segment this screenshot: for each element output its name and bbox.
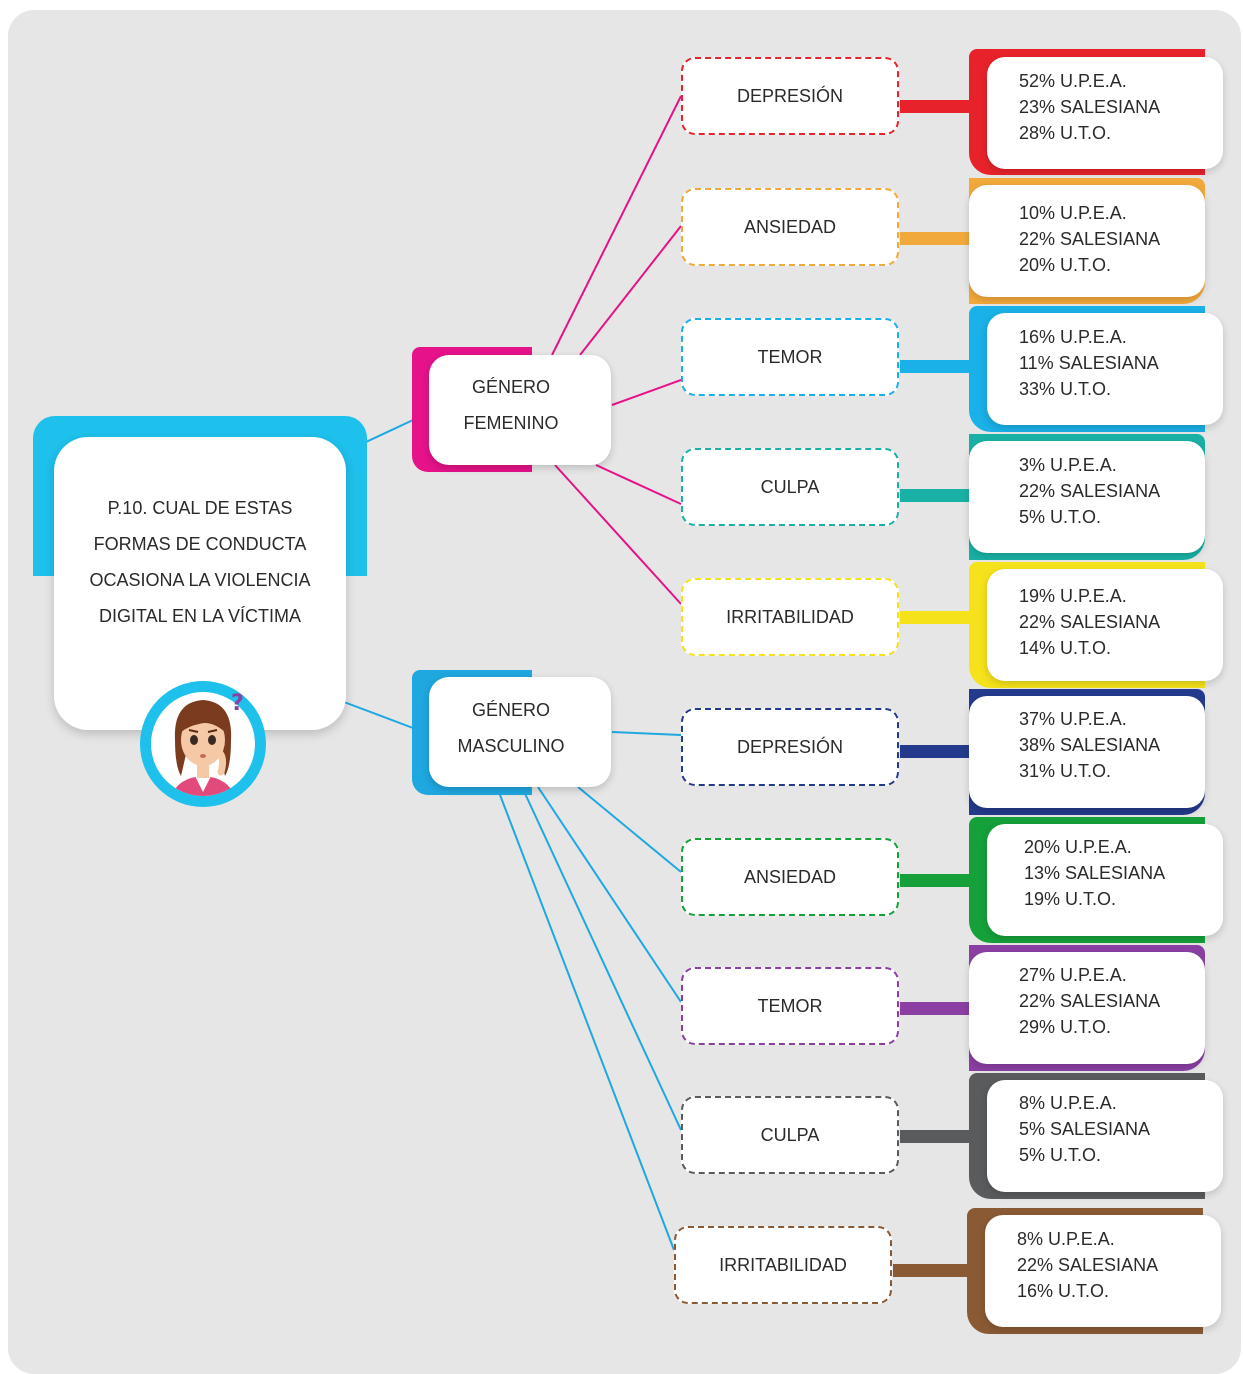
gender-line: GÉNERO	[471, 700, 550, 720]
question-to-femenino-line	[365, 419, 414, 443]
stat-salesiana: 13% SALESIANA	[1024, 863, 1166, 883]
stat-upea: 10% U.P.E.A.	[1019, 203, 1127, 223]
stat-salesiana: 23% SALESIANA	[1019, 97, 1161, 117]
stat-card	[987, 57, 1223, 169]
stat-upea: 3% U.P.E.A.	[1019, 455, 1117, 475]
stat-salesiana: 22% SALESIANA	[1017, 1255, 1159, 1275]
stat-salesiana: 11% SALESIANA	[1019, 353, 1159, 373]
question-line: P.10. CUAL DE ESTAS	[107, 498, 293, 518]
masculino-link-line	[496, 786, 675, 1251]
gender-line: FEMENINO	[463, 413, 559, 433]
femenino-link-line	[579, 225, 682, 356]
stat-uto: 14% U.T.O.	[1019, 638, 1112, 658]
femenino-link-line	[611, 379, 682, 406]
stat-uto: 5% U.T.O.	[1019, 507, 1102, 527]
stat-salesiana: 38% SALESIANA	[1019, 735, 1161, 755]
femenino-label: GÉNERO FEMENINO	[420, 369, 602, 441]
category-femenino-temor: TEMOR	[681, 318, 899, 396]
femenino-card	[429, 355, 611, 465]
stat-card	[969, 185, 1205, 297]
stat-uto: 31% U.T.O.	[1019, 761, 1112, 781]
question-line: FORMAS DE CONDUCTA	[93, 534, 307, 554]
connector-bar	[900, 232, 970, 245]
connector-bar	[900, 489, 970, 502]
stat-uto: 33% U.T.O.	[1019, 379, 1112, 399]
connector-bar	[893, 1264, 969, 1277]
masculino-link-line	[611, 731, 682, 736]
stat-card	[985, 1215, 1221, 1327]
stat-upea: 8% U.P.E.A.	[1019, 1093, 1117, 1113]
stat-card	[969, 441, 1205, 553]
connector-bar	[900, 1130, 970, 1143]
thinking-woman-avatar: ?	[140, 681, 266, 807]
connector-bar	[900, 611, 970, 624]
category-masculino-ansiedad: ANSIEDAD	[681, 838, 899, 916]
category-femenino-irritabilidad: IRRITABILIDAD	[681, 578, 899, 656]
stat-card	[987, 313, 1223, 425]
stat-uto: 28% U.T.O.	[1019, 123, 1112, 143]
connector-bar	[900, 1002, 970, 1015]
stat-uto: 19% U.T.O.	[1024, 889, 1117, 909]
question-line: OCASIONA LA VIOLENCIA	[89, 570, 311, 590]
category-femenino-culpa: CULPA	[681, 448, 899, 526]
stat-card	[969, 696, 1205, 808]
stat-upea: 19% U.P.E.A.	[1019, 586, 1127, 606]
stat-salesiana: 22% SALESIANA	[1019, 229, 1161, 249]
category-masculino-culpa: CULPA	[681, 1096, 899, 1174]
connector-bar	[900, 874, 970, 887]
stat-card	[987, 569, 1223, 681]
stat-uto: 16% U.T.O.	[1017, 1281, 1110, 1301]
connector-bar	[900, 360, 970, 373]
stat-upea: 37% U.P.E.A.	[1019, 709, 1127, 729]
connector-bar	[900, 100, 970, 113]
question-line: DIGITAL EN LA VÍCTIMA	[98, 606, 302, 626]
stat-uto: 20% U.T.O.	[1019, 255, 1112, 275]
category-femenino-ansiedad: ANSIEDAD	[681, 188, 899, 266]
femenino-link-line	[595, 464, 682, 505]
stat-upea: 52% U.P.E.A.	[1019, 71, 1127, 91]
question-to-masculino-line	[343, 701, 414, 729]
category-masculino-temor: TEMOR	[681, 967, 899, 1045]
gender-line: MASCULINO	[457, 736, 565, 756]
stat-card	[987, 1080, 1223, 1192]
masculino-link-line	[537, 786, 682, 1003]
stat-upea: 27% U.P.E.A.	[1019, 965, 1127, 985]
stat-uto: 29% U.T.O.	[1019, 1017, 1112, 1037]
question-text: P.10. CUAL DE ESTAS FORMAS DE CONDUCTA O…	[66, 490, 334, 634]
stat-upea: 16% U.P.E.A.	[1019, 327, 1127, 347]
masculino-label: GÉNERO MASCULINO	[420, 692, 602, 764]
masculino-link-line	[577, 786, 682, 873]
femenino-link-line	[551, 95, 682, 356]
stat-card	[969, 952, 1205, 1064]
stat-uto: 5% U.T.O.	[1019, 1145, 1102, 1165]
stat-salesiana: 22% SALESIANA	[1019, 612, 1161, 632]
category-masculino-irritabilidad: IRRITABILIDAD	[674, 1226, 892, 1304]
connector-bar	[900, 745, 970, 758]
masculino-link-line	[521, 786, 682, 1131]
category-masculino-depresion: DEPRESIÓN	[681, 708, 899, 786]
stat-salesiana: 5% SALESIANA	[1019, 1119, 1151, 1139]
stat-card	[987, 824, 1223, 936]
stat-salesiana: 22% SALESIANA	[1019, 991, 1161, 1011]
category-femenino-depresion: DEPRESIÓN	[681, 57, 899, 135]
masculino-card	[429, 677, 611, 787]
stat-salesiana: 22% SALESIANA	[1019, 481, 1161, 501]
gender-line: GÉNERO	[471, 377, 550, 397]
stat-upea: 8% U.P.E.A.	[1017, 1229, 1115, 1249]
svg-text:?: ?	[231, 691, 244, 716]
femenino-link-line	[554, 464, 682, 605]
stat-upea: 20% U.P.E.A.	[1024, 837, 1132, 857]
